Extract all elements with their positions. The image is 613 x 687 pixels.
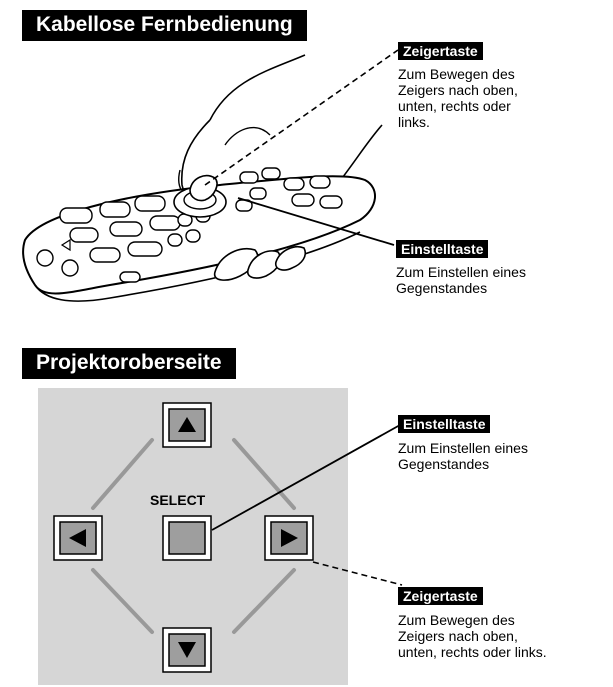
projector-select-desc: Zum Einstellen eines Gegenstandes (398, 440, 528, 472)
pointer-right-button (270, 521, 308, 555)
projector-panel (38, 388, 403, 685)
remote-section-title: Kabellose Fernbedienung (22, 10, 307, 41)
arrow-down-icon (178, 642, 196, 658)
remote-select-desc: Zum Einstellen eines Gegenstandes (396, 264, 526, 296)
projector-select-tag: Einstelltaste (398, 415, 491, 433)
remote-pointer-tag: Zeigertaste (398, 42, 483, 60)
remote-select-tag: Einstelltaste (396, 240, 489, 258)
projector-pointer-tag: Zeigertaste (398, 587, 483, 605)
arrow-right-icon (281, 529, 298, 547)
arrow-up-icon (178, 417, 196, 432)
pointer-left-button (59, 521, 97, 555)
arrow-left-icon (69, 529, 86, 547)
projector-section-title: Projektoroberseite (22, 348, 236, 379)
remote-illustration (22, 49, 399, 302)
projector-pointer-desc: Zum Bewegen des Zeigers nach oben, unten… (398, 612, 547, 660)
remote-pointer-desc: Zum Bewegen des Zeigers nach oben, unten… (398, 66, 518, 130)
select-label: SELECT (150, 492, 206, 508)
select-button (168, 521, 206, 555)
